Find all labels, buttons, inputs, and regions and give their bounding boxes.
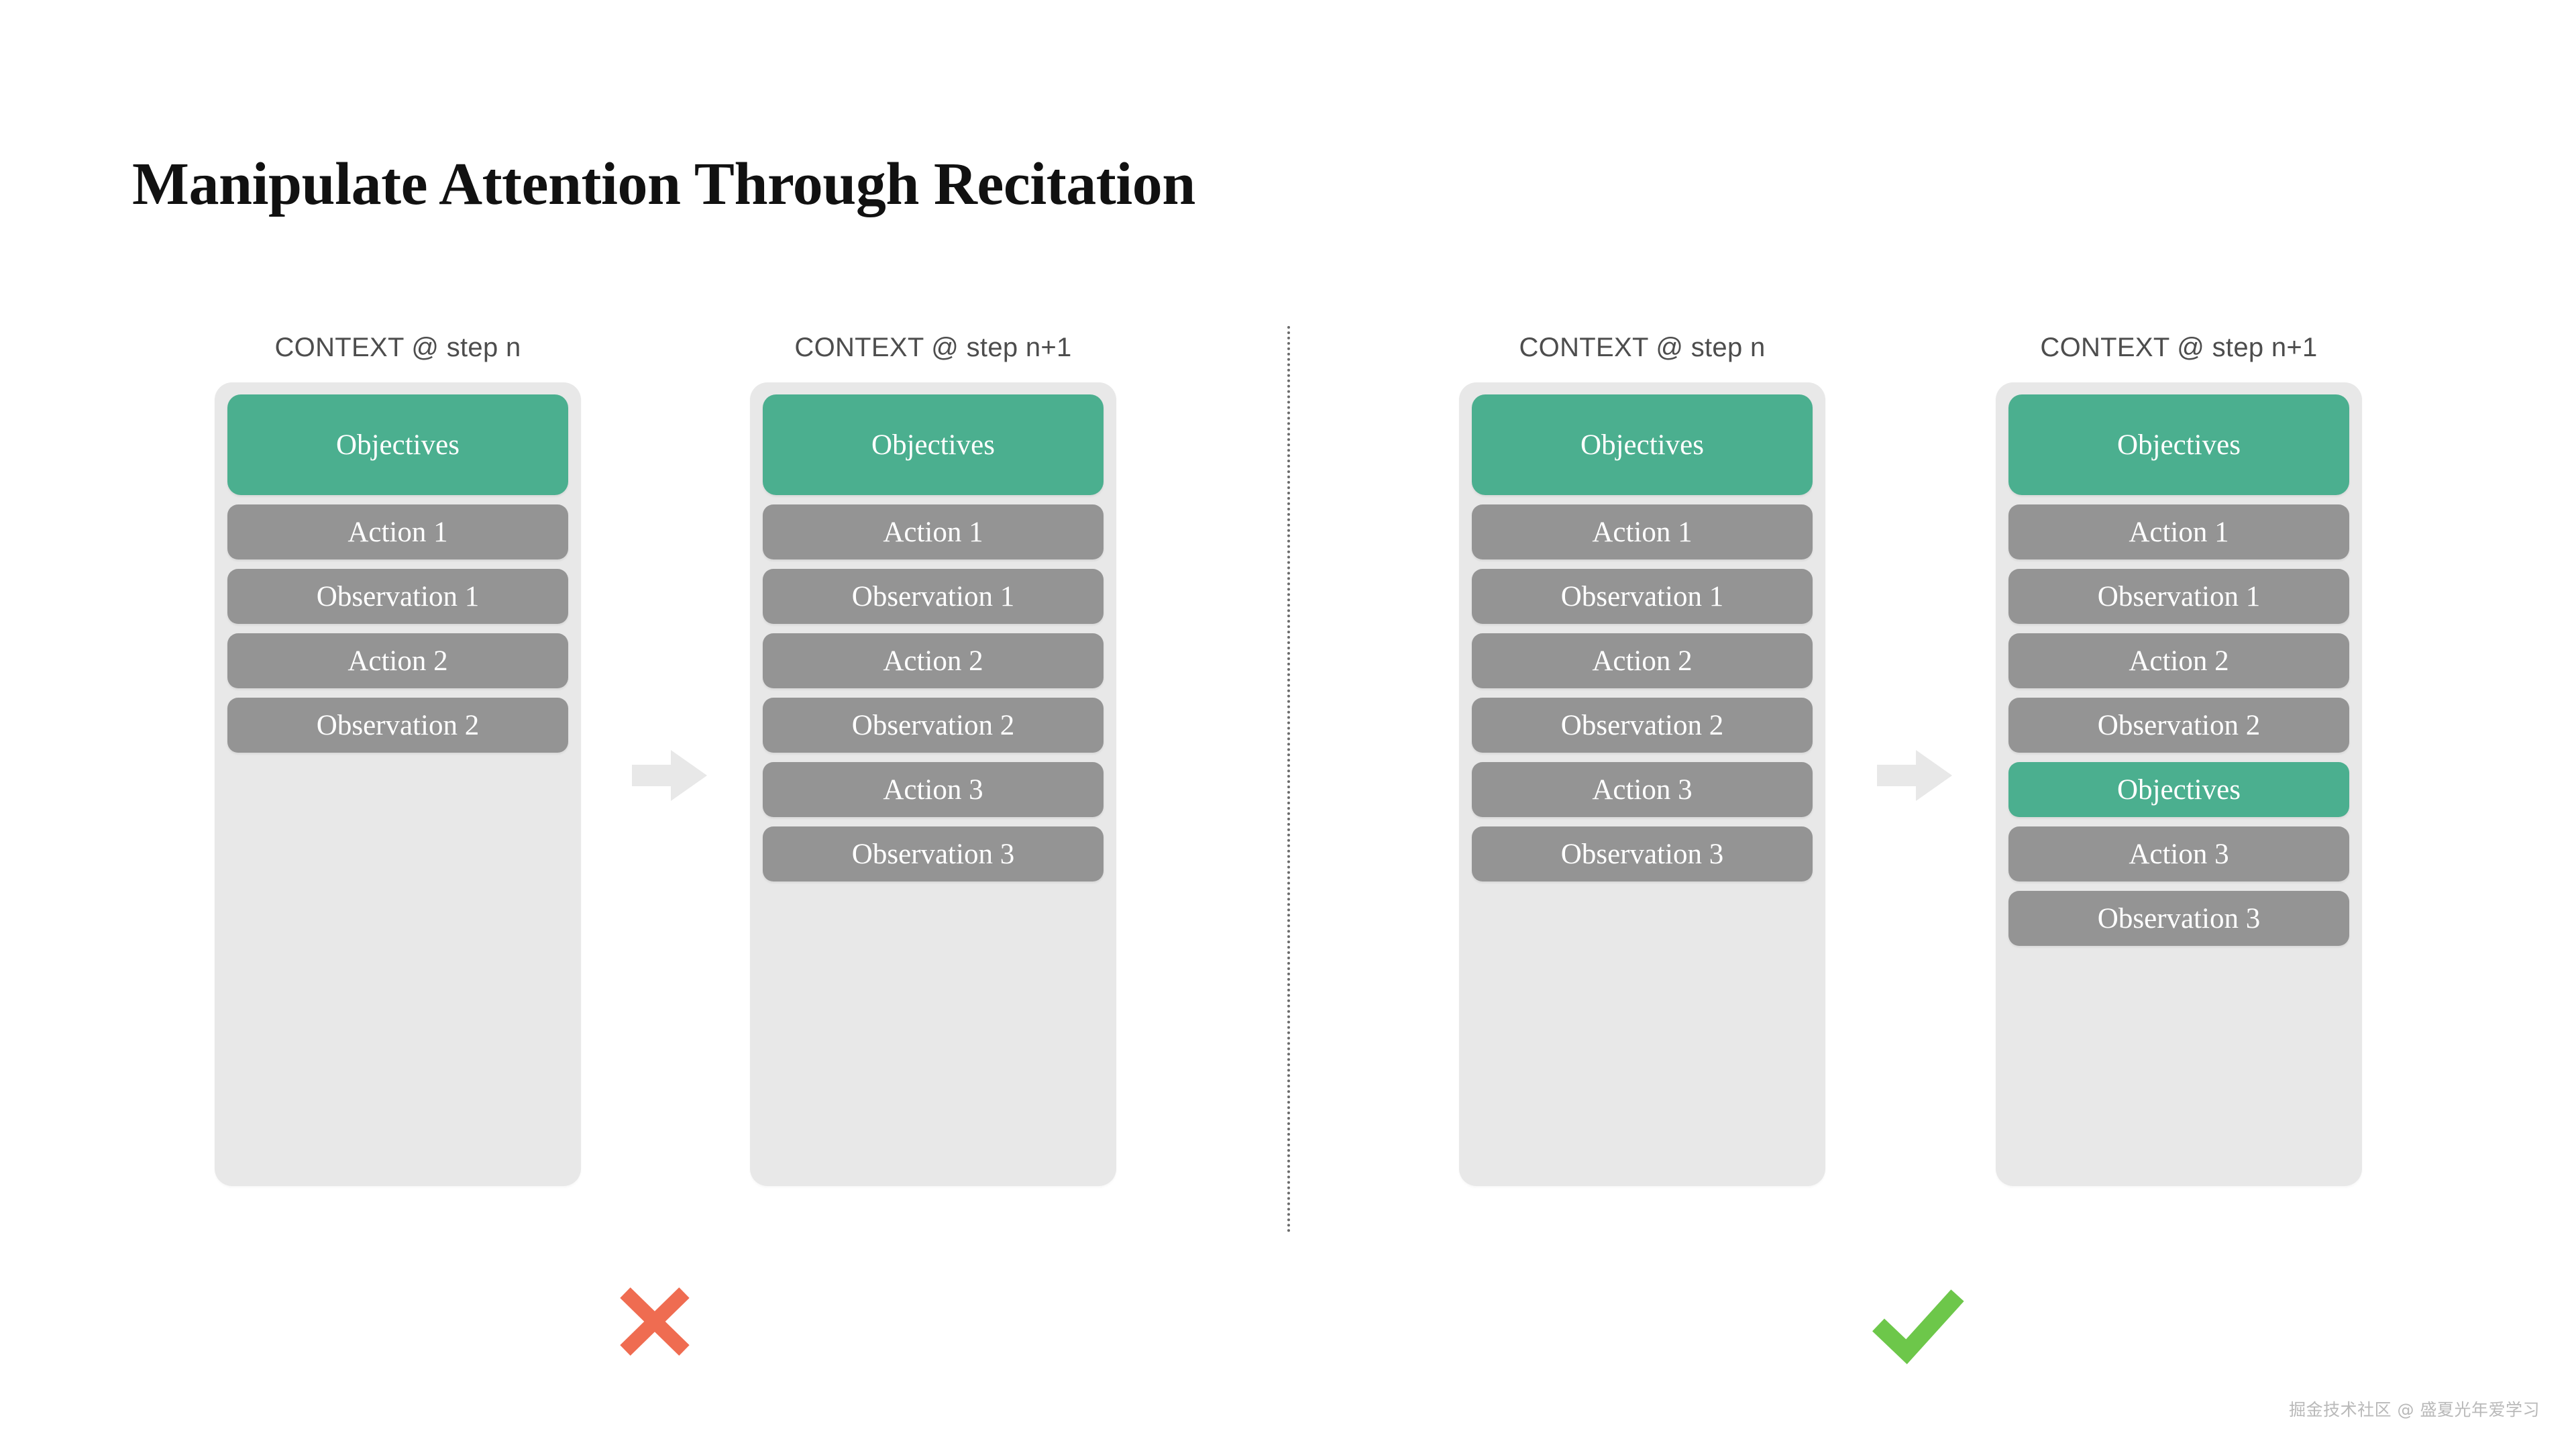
context-item-pill: Action 1: [227, 504, 568, 559]
right-arrow-icon: [1877, 750, 1952, 801]
context-item-pill: Action 2: [2008, 633, 2349, 688]
objectives-pill: Objectives: [2008, 762, 2349, 817]
context-item-pill: Observation 2: [227, 698, 568, 753]
objectives-pill: Objectives: [1472, 394, 1813, 495]
context-item-pill: Action 3: [1472, 762, 1813, 817]
check-icon: [1872, 1278, 1966, 1365]
objectives-pill: Objectives: [2008, 394, 2349, 495]
context-item-pill: Observation 3: [1472, 826, 1813, 881]
objectives-pill: Objectives: [763, 394, 1104, 495]
context-item-pill: Observation 1: [1472, 569, 1813, 624]
context-item-pill: Action 1: [2008, 504, 2349, 559]
column-header: CONTEXT @ step n+1: [2040, 333, 2318, 362]
context-item-pill: Observation 3: [763, 826, 1104, 881]
context-item-pill: Observation 2: [2008, 698, 2349, 753]
page-title: Manipulate Attention Through Recitation: [132, 151, 1195, 218]
column-header: CONTEXT @ step n: [1519, 333, 1766, 362]
watermark: 掘金技术社区 @ 盛夏光年爱学习: [2289, 1400, 2540, 1419]
section-divider: [1287, 326, 1290, 1233]
objectives-pill: Objectives: [227, 394, 568, 495]
context-item-pill: Action 1: [1472, 504, 1813, 559]
context-item-pill: Observation 1: [763, 569, 1104, 624]
context-item-pill: Action 2: [1472, 633, 1813, 688]
context-item-pill: Observation 1: [227, 569, 568, 624]
context-item-pill: Observation 2: [1472, 698, 1813, 753]
right-arrow-icon: [632, 750, 707, 801]
context-item-pill: Observation 2: [763, 698, 1104, 753]
context-item-pill: Action 2: [763, 633, 1104, 688]
context-item-pill: Action 2: [227, 633, 568, 688]
context-item-pill: Action 1: [763, 504, 1104, 559]
context-item-pill: Observation 3: [2008, 891, 2349, 946]
context-item-pill: Observation 1: [2008, 569, 2349, 624]
context-item-pill: Action 3: [2008, 826, 2349, 881]
column-header: CONTEXT @ step n+1: [794, 333, 1072, 362]
cross-icon: [610, 1278, 704, 1365]
context-item-pill: Action 3: [763, 762, 1104, 817]
column-header: CONTEXT @ step n: [274, 333, 521, 362]
